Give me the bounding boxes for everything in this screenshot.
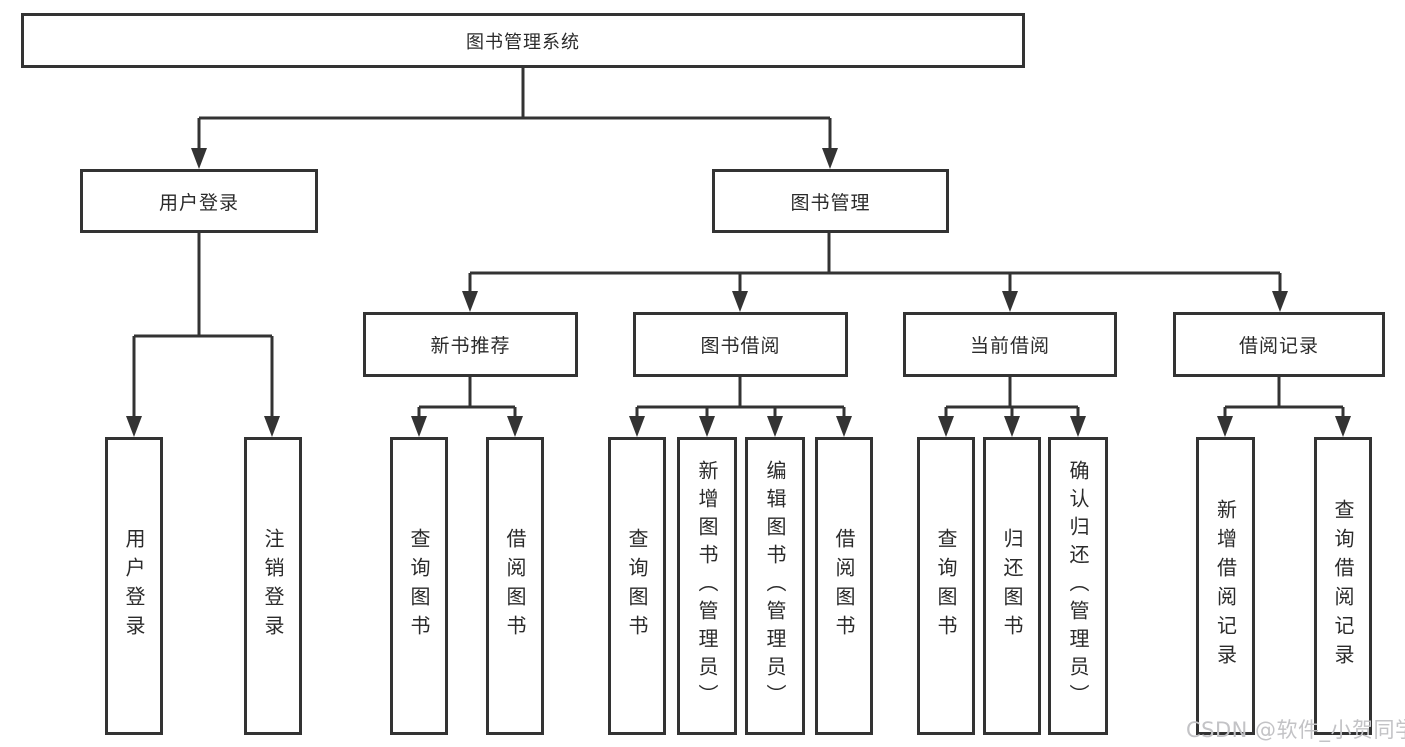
leaf-borrow-query-books-label: 查询图书: [625, 528, 649, 644]
leaf-logout: 注销登录: [244, 437, 302, 735]
leaf-logout-label: 注销登录: [261, 528, 285, 644]
leaf-add-borrow-record: 新增借阅记录: [1196, 437, 1255, 735]
node-root-system: 图书管理系统: [21, 13, 1025, 68]
node-borrowing-records: 借阅记录: [1173, 312, 1385, 377]
leaf-borrow-query-books: 查询图书: [608, 437, 666, 735]
node-book-borrowing: 图书借阅: [633, 312, 848, 377]
leaf-query-borrow-record-label: 查询借阅记录: [1331, 499, 1355, 673]
node-user-login: 用户登录: [80, 169, 318, 233]
leaf-add-books-admin: 新增图书（管理员）: [677, 437, 737, 735]
leaf-newbook-borrow-books: 借阅图书: [486, 437, 544, 735]
leaf-user-login-label: 用户登录: [122, 528, 146, 644]
leaf-current-query-books-label: 查询图书: [934, 528, 958, 644]
leaf-newbook-query-books: 查询图书: [390, 437, 448, 735]
leaf-newbook-query-books-label: 查询图书: [407, 528, 431, 644]
leaf-add-books-admin-label: 新增图书（管理员）: [695, 460, 719, 712]
leaf-return-books: 归还图书: [983, 437, 1041, 735]
leaf-newbook-borrow-books-label: 借阅图书: [503, 528, 527, 644]
node-current-borrowing: 当前借阅: [903, 312, 1117, 377]
leaf-user-login: 用户登录: [105, 437, 163, 735]
leaf-edit-books-admin-label: 编辑图书（管理员）: [763, 460, 787, 712]
leaf-confirm-return-admin-label: 确认归还（管理员）: [1066, 460, 1090, 712]
arrowhead-icons: [126, 148, 1351, 437]
leaf-current-query-books: 查询图书: [917, 437, 975, 735]
leaf-borrow-books-label: 借阅图书: [832, 528, 856, 644]
leaf-borrow-books: 借阅图书: [815, 437, 873, 735]
leaf-return-books-label: 归还图书: [1000, 528, 1024, 644]
leaf-add-borrow-record-label: 新增借阅记录: [1213, 499, 1238, 673]
leaf-query-borrow-record: 查询借阅记录: [1314, 437, 1372, 735]
leaf-confirm-return-admin: 确认归还（管理员）: [1048, 437, 1108, 735]
watermark: CSDN @软件_小贺同学: [1186, 718, 1405, 742]
node-book-management: 图书管理: [712, 169, 949, 233]
edge-lines: [132, 68, 1345, 420]
node-new-book-recommend: 新书推荐: [363, 312, 578, 377]
leaf-edit-books-admin: 编辑图书（管理员）: [745, 437, 805, 735]
